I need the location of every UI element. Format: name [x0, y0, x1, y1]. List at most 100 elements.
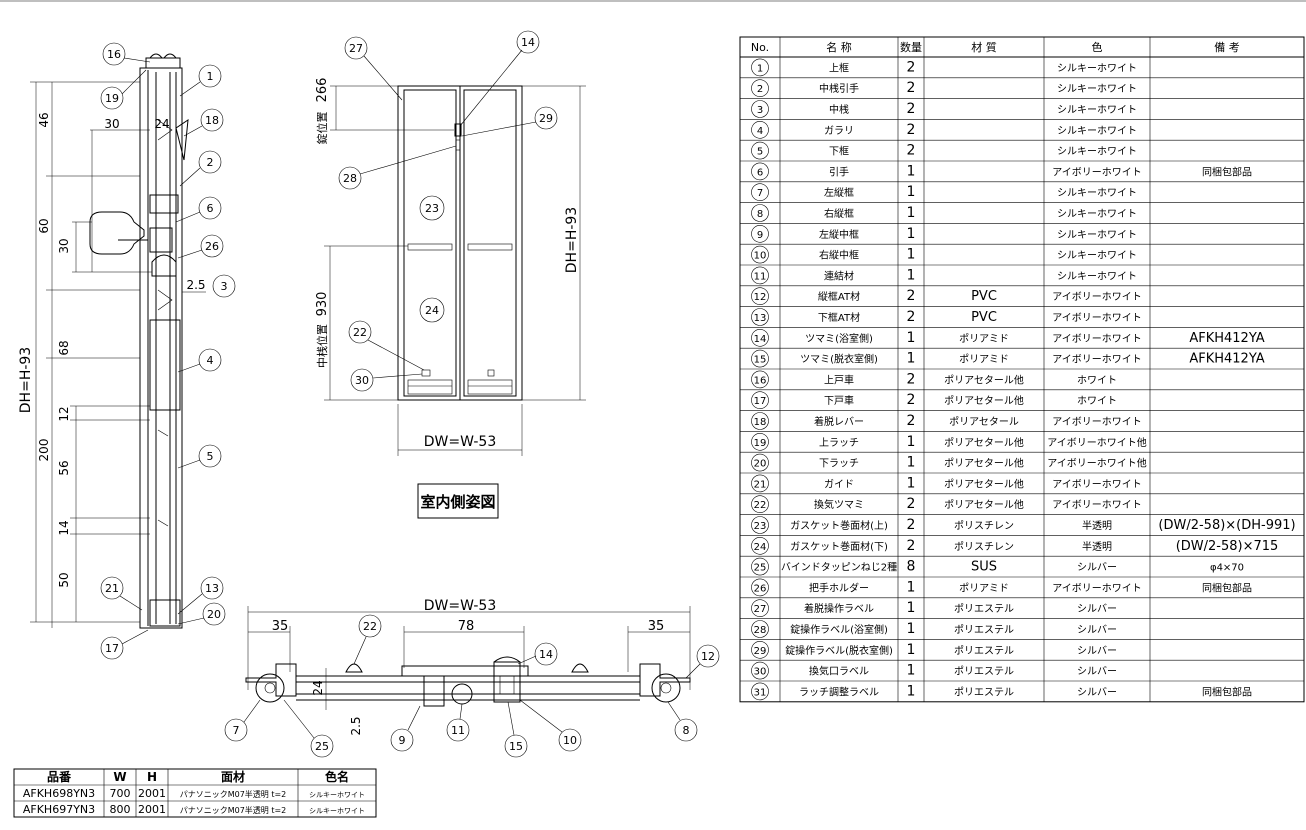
callout-15: 15: [504, 701, 528, 758]
parts-cell: 右縦中框: [819, 249, 859, 262]
parts-cell: シルキーホワイト: [1057, 250, 1137, 262]
parts-cell: シルバー: [1077, 562, 1117, 574]
svg-text:23: 23: [425, 202, 439, 215]
callout-17: 17: [100, 629, 149, 660]
parts-cell: ポリアセタール他: [944, 477, 1024, 490]
svg-text:17: 17: [105, 642, 119, 655]
callout-5: 5: [177, 444, 222, 469]
dim-plan-78: 78: [458, 619, 475, 634]
row-number-circle: [751, 58, 769, 77]
dim-side-14: 14: [57, 520, 71, 535]
row-number-circle: [751, 287, 769, 306]
svg-text:5: 5: [207, 450, 214, 463]
side-callouts: 16 19 1 18 2 6 26 3 4 5 21 13 20 17: [100, 42, 236, 660]
product-header-2: H: [147, 770, 157, 784]
callout-22-front: 22: [348, 320, 425, 371]
parts-cell: 19: [754, 438, 767, 449]
parts-cell: 2: [907, 143, 916, 159]
parts-cell: アイボリーホワイト: [1052, 582, 1142, 594]
svg-text:18: 18: [205, 114, 219, 127]
dim-front-266: 266: [315, 78, 330, 103]
svg-text:10: 10: [563, 734, 577, 747]
parts-cell: アイボリーホワイト他: [1047, 436, 1147, 449]
svg-text:16: 16: [107, 48, 121, 61]
parts-cell: 1: [907, 267, 916, 283]
svg-text:26: 26: [205, 240, 219, 253]
svg-text:20: 20: [207, 608, 221, 621]
dim-side-50: 50: [57, 572, 71, 587]
parts-cell: 把手ホルダー: [809, 581, 869, 594]
callout-23: 23: [419, 195, 445, 221]
callout-29: 29: [461, 106, 558, 137]
parts-cell: アイボリーホワイト: [1052, 354, 1142, 366]
row-number-circle: [751, 640, 769, 659]
callout-2: 2: [179, 150, 222, 187]
parts-cell: ポリアセタール: [949, 416, 1019, 428]
callout-30: 30: [350, 368, 423, 392]
parts-cell: 2: [907, 538, 916, 554]
callout-28: 28: [338, 145, 457, 190]
parts-cell: 同梱包部品: [1202, 165, 1252, 178]
parts-cell: 29: [754, 646, 767, 657]
parts-cell: 錠操作ラベル(浴室側): [790, 623, 888, 636]
parts-cell: 2: [907, 122, 916, 138]
row-number-circle: [751, 204, 769, 222]
parts-cell: 21: [754, 479, 767, 490]
plan-section-view: DW=W-53 35 78 35 24 2.5 22 14 12 7 25 9 …: [224, 598, 720, 758]
parts-cell: 4: [757, 126, 763, 137]
parts-cell: 2: [907, 413, 916, 429]
parts-cell: 1: [907, 434, 916, 450]
dim-plan-2-5: 2.5: [349, 716, 363, 735]
parts-cell: 2: [907, 101, 916, 117]
parts-cell: PVC: [971, 289, 997, 304]
parts-cell: シルバー: [1077, 666, 1117, 678]
callout-14: 14: [459, 30, 540, 127]
svg-text:22: 22: [353, 326, 367, 339]
parts-cell: 半透明: [1082, 519, 1112, 532]
svg-text:12: 12: [701, 650, 715, 663]
parts-cell: シルキーホワイト: [1057, 208, 1137, 220]
parts-cell: 1: [907, 247, 916, 263]
parts-cell: 1: [907, 475, 916, 491]
parts-cell: 13: [754, 313, 767, 324]
parts-cell: 2: [907, 309, 916, 325]
svg-text:14: 14: [521, 36, 535, 49]
dim-side-24: 24: [154, 117, 169, 131]
parts-cell: 1: [757, 63, 763, 74]
dim-side-12: 12: [57, 406, 71, 421]
row-number-circle: [751, 432, 769, 451]
product-header-4: 色名: [325, 769, 349, 784]
parts-cell: (DW/2-58)×(DH-991): [1158, 518, 1295, 533]
parts-cell: 着脱レバー: [814, 415, 864, 428]
callout-21: 21: [100, 576, 143, 611]
svg-text:13: 13: [205, 582, 219, 595]
parts-cell: 24: [754, 542, 767, 553]
callout-26: 26: [177, 234, 224, 259]
product-cell: 2001: [138, 803, 166, 816]
parts-cell: 1: [907, 184, 916, 200]
row-number-circle: [751, 682, 769, 701]
parts-cell: ポリエステル: [954, 603, 1014, 615]
callout-7: 7: [224, 699, 261, 742]
parts-cell: 28: [754, 625, 767, 636]
parts-cell: 1: [907, 600, 916, 616]
parts-cell: 2: [907, 59, 916, 75]
callout-10: 10: [519, 699, 582, 752]
dim-front-930: 930: [315, 292, 330, 317]
dim-front-dw: DW=W-53: [424, 434, 497, 450]
row-number-circle: [751, 474, 769, 493]
parts-cell: シルキーホワイト: [1057, 104, 1137, 116]
parts-cell: (DW/2-58)×715: [1176, 539, 1279, 554]
parts-cell: ポリスチレン: [954, 541, 1014, 553]
svg-text:21: 21: [105, 582, 119, 595]
product-cell: シルキーホワイト: [309, 791, 365, 799]
